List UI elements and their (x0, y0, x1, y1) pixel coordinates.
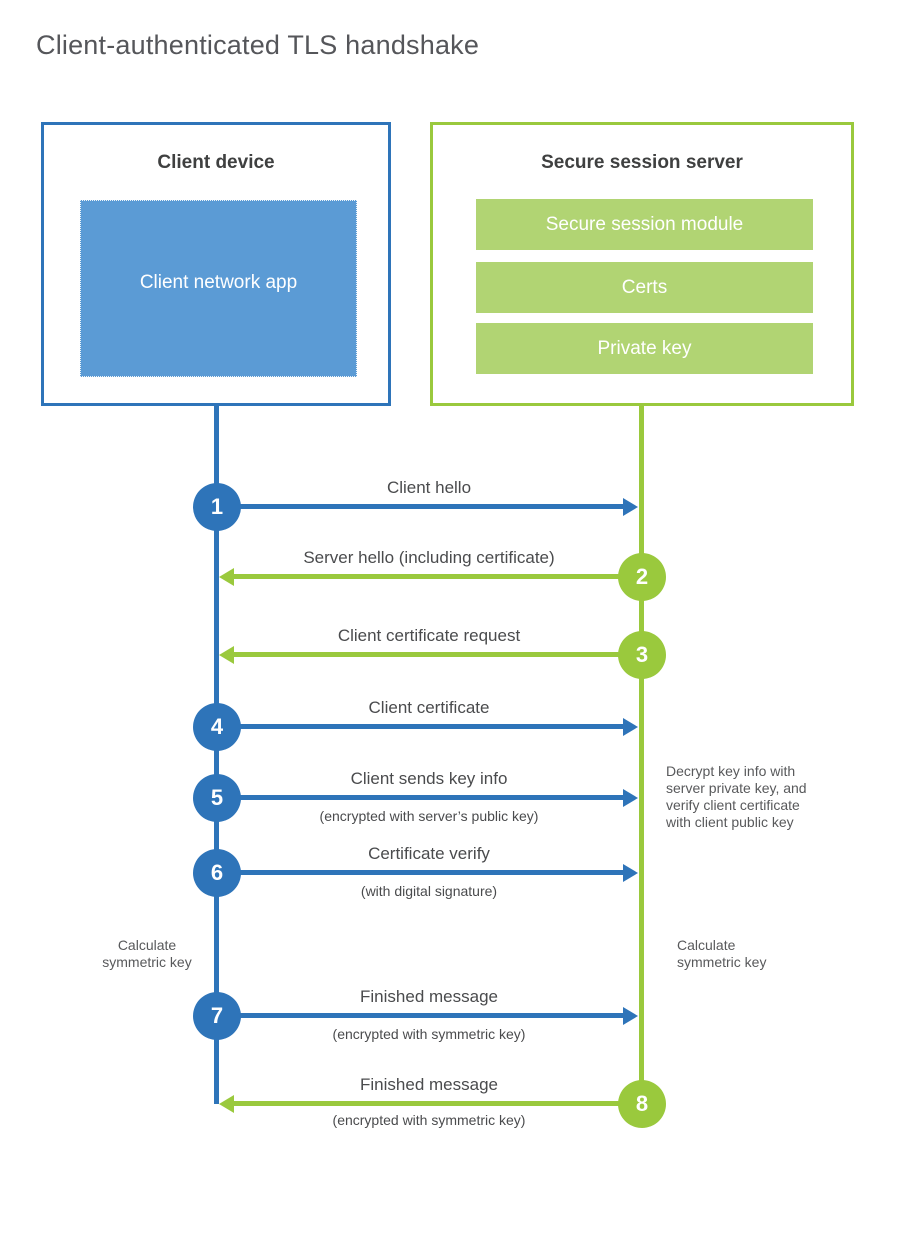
step-circle: 2 (618, 553, 666, 601)
message-arrow (217, 504, 624, 509)
server-module-bar: Secure session module (476, 199, 813, 250)
message-sublabel: (encrypted with symmetric key) (332, 1112, 526, 1128)
message-sublabel: (encrypted with symmetric key) (332, 1026, 526, 1042)
server-module-bar: Private key (476, 323, 813, 374)
client-device-title: Client device (157, 152, 275, 173)
arrowhead-left-icon (219, 646, 234, 664)
step-number: 2 (635, 564, 649, 589)
message-label: Finished message (360, 1075, 498, 1094)
step-number: 7 (210, 1003, 224, 1028)
message-arrow (233, 652, 642, 657)
message-arrow (233, 574, 642, 579)
step-circle: 4 (193, 703, 241, 751)
server-module-bar: Certs (476, 262, 813, 313)
message-label: Server hello (including certificate) (303, 548, 555, 567)
client-network-app-label: Client network app (139, 272, 298, 293)
message-sublabel: (with digital signature) (360, 883, 498, 899)
arrowhead-right-icon (623, 864, 638, 882)
message-label: Client sends key info (350, 769, 508, 788)
message-label: Client hello (386, 478, 472, 497)
step-number: 3 (635, 642, 649, 667)
server-lifeline (639, 406, 644, 1106)
arrowhead-left-icon (219, 568, 234, 586)
message-arrow (217, 724, 624, 729)
message-label: Finished message (360, 987, 498, 1006)
message-label: Client certificate (368, 698, 490, 717)
message-sublabel: (encrypted with server’s public key) (319, 808, 539, 824)
message-arrow (217, 795, 624, 800)
client-network-app-box: Client network app (80, 200, 357, 377)
arrowhead-left-icon (219, 1095, 234, 1113)
step-circle: 6 (193, 849, 241, 897)
message-label: Certificate verify (368, 844, 490, 863)
step-circle: 3 (618, 631, 666, 679)
step-number: 5 (210, 785, 224, 810)
secure-session-server-box: Secure session server Secure session mod… (430, 122, 854, 406)
message-arrow (217, 1013, 624, 1018)
step-circle: 8 (618, 1080, 666, 1128)
arrowhead-right-icon (623, 1007, 638, 1025)
client-device-box: Client device Client network app (41, 122, 391, 406)
step-circle: 7 (193, 992, 241, 1040)
step-circle: 5 (193, 774, 241, 822)
note-decrypt-key-info: Decrypt key info with server private key… (666, 763, 807, 830)
client-lifeline (214, 406, 219, 1104)
step-number: 1 (210, 494, 224, 519)
note-calculate-symmetric-key-client: Calculate symmetric key (102, 937, 192, 970)
arrowhead-right-icon (623, 498, 638, 516)
step-number: 6 (210, 860, 224, 885)
note-calculate-symmetric-key-server: Calculate symmetric key (677, 937, 767, 970)
page-title: Client-authenticated TLS handshake (36, 30, 480, 60)
message-arrow (217, 870, 624, 875)
step-number: 4 (210, 714, 224, 739)
step-circle: 1 (193, 483, 241, 531)
secure-session-server-title: Secure session server (541, 152, 743, 173)
arrowhead-right-icon (623, 718, 638, 736)
step-number: 8 (635, 1091, 649, 1116)
arrowhead-right-icon (623, 789, 638, 807)
message-arrow (233, 1101, 642, 1106)
message-label: Client certificate request (337, 626, 521, 645)
